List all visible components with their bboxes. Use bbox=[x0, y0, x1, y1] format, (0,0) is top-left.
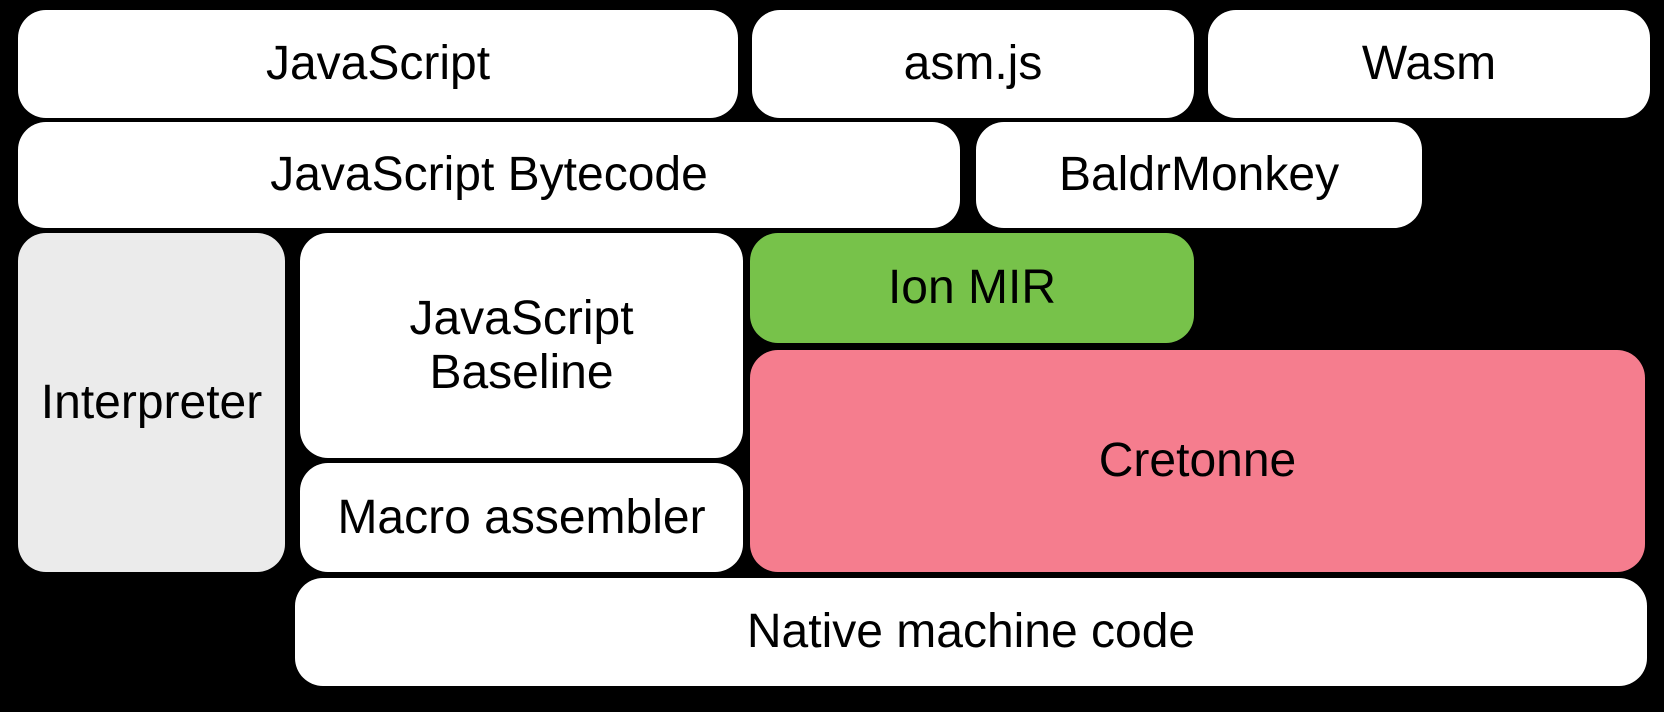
block-asm-js: asm.js bbox=[752, 10, 1194, 118]
block-label-ion-mir: Ion MIR bbox=[887, 261, 1057, 315]
block-baldrmonkey: BaldrMonkey bbox=[976, 122, 1422, 228]
block-wasm: Wasm bbox=[1208, 10, 1650, 118]
block-interpreter: Interpreter bbox=[18, 233, 285, 572]
block-cretonne: Cretonne bbox=[750, 350, 1645, 572]
block-label-native-machine-code: Native machine code bbox=[746, 605, 1196, 659]
block-label-javascript-bytecode: JavaScript Bytecode bbox=[270, 148, 708, 202]
block-label-asm-js: asm.js bbox=[903, 37, 1043, 91]
block-label-javascript: JavaScript bbox=[265, 37, 491, 91]
block-label-wasm: Wasm bbox=[1361, 37, 1497, 91]
block-macro-assembler: Macro assembler bbox=[300, 463, 743, 572]
block-label-javascript-baseline: JavaScript Baseline bbox=[409, 291, 634, 399]
block-javascript-baseline: JavaScript Baseline bbox=[300, 233, 743, 458]
block-label-macro-assembler: Macro assembler bbox=[337, 490, 706, 544]
block-native-machine-code: Native machine code bbox=[295, 578, 1647, 686]
block-label-baldrmonkey: BaldrMonkey bbox=[1058, 148, 1340, 202]
block-ion-mir: Ion MIR bbox=[750, 233, 1194, 343]
block-label-cretonne: Cretonne bbox=[1098, 434, 1297, 488]
block-label-interpreter: Interpreter bbox=[40, 375, 263, 429]
block-javascript: JavaScript bbox=[18, 10, 738, 118]
block-javascript-bytecode: JavaScript Bytecode bbox=[18, 122, 960, 228]
